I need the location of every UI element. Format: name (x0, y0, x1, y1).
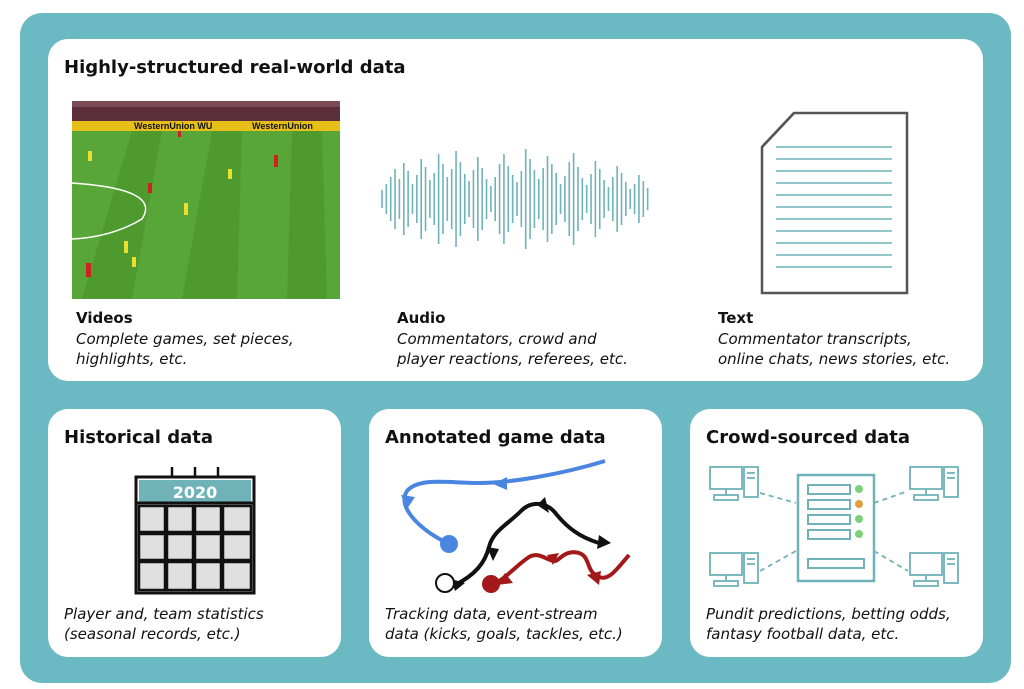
audio-title: Audio (397, 309, 446, 327)
text-title: Text (718, 309, 754, 327)
server-network-icon (709, 466, 959, 587)
blue-player-marker (440, 535, 458, 553)
calendar-year: 2020 (173, 483, 218, 502)
crowd-desc-line1: Pundit predictions, betting odds, (706, 605, 951, 623)
text-desc-line2: online chats, news stories, etc. (718, 350, 951, 368)
text-desc-line1: Commentator transcripts, (718, 330, 912, 348)
svg-text:WesternUnion: WesternUnion (252, 121, 313, 131)
historical-title: Historical data (64, 427, 214, 448)
top-card-title: Highly-structured real-world data (64, 57, 406, 78)
ball-marker (435, 573, 455, 593)
videos-desc-line1: Complete games, set pieces, (76, 330, 294, 348)
annotated-title: Annotated game data (385, 427, 606, 448)
server-icon (796, 473, 876, 583)
audio-desc-line2: player reactions, referees, etc. (397, 350, 628, 368)
annotated-card: Annotated game data Tracking data, event… (369, 409, 662, 657)
red-player-marker (482, 575, 500, 593)
historical-card: Historical data 2020 Player and, team st… (48, 409, 341, 657)
document-icon (760, 111, 909, 295)
ad-board-text: WesternUnion WU (134, 121, 212, 131)
annotated-desc-line2: data (kicks, goals, tackles, etc.) (385, 625, 623, 643)
players (86, 131, 278, 277)
audio-desc-line1: Commentators, crowd and (397, 330, 597, 348)
computer-icon-bottom-right (909, 552, 959, 587)
computer-icon-top-left (709, 466, 759, 501)
audio-waveform-icon (381, 149, 649, 249)
calendar-icon: 2020 (134, 467, 256, 595)
crowd-card: Crowd-sourced data (690, 409, 983, 657)
crowd-title: Crowd-sourced data (706, 427, 911, 448)
crowd-desc-line2: fantasy football data, etc. (706, 625, 900, 643)
annotated-desc-line1: Tracking data, event-stream (385, 605, 598, 623)
video-thumbnail: WesternUnion WU WesternUnion (71, 101, 340, 299)
computer-icon-bottom-left (709, 552, 759, 587)
historical-desc-line1: Player and, team statistics (64, 605, 264, 623)
historical-desc-line2: (seasonal records, etc.) (64, 625, 241, 643)
computer-icon-top-right (909, 466, 959, 501)
top-card: Highly-structured real-world data Wester… (48, 39, 983, 381)
tracking-diagram (401, 459, 631, 593)
videos-desc-line2: highlights, etc. (76, 350, 188, 368)
videos-title: Videos (76, 309, 133, 327)
